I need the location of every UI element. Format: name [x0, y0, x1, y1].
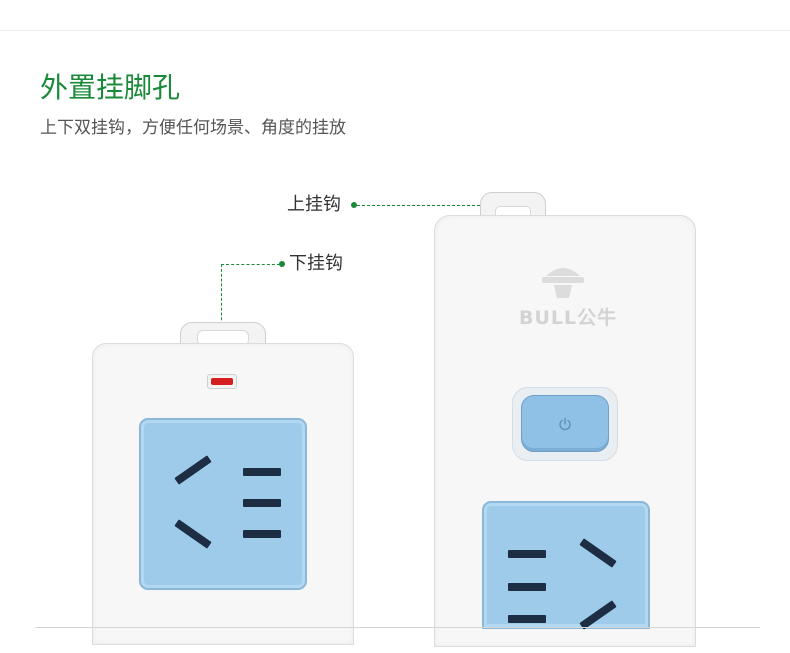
indicator-lamp	[211, 378, 233, 385]
socket-left-slot-3	[243, 530, 281, 538]
socket-right-slot-upper	[579, 538, 617, 568]
socket-left	[139, 418, 307, 590]
power-switch[interactable]	[521, 395, 609, 452]
bottom-divider	[35, 627, 760, 628]
callout-upper-line	[357, 205, 490, 206]
callout-upper-hook: 上挂钩	[287, 194, 341, 215]
section-title: 外置挂脚孔	[40, 71, 181, 104]
bull-logo-icon	[542, 268, 584, 298]
socket-left-slot-lower	[174, 519, 212, 549]
callout-lower-dot	[279, 261, 285, 267]
power-switch-bezel	[512, 387, 618, 461]
socket-right-slot-lower	[579, 600, 617, 630]
socket-right-slot-1	[508, 550, 546, 558]
socket-left-slot-upper	[174, 455, 212, 485]
brand-logo-text: BULL公牛	[519, 307, 618, 329]
power-icon	[559, 417, 571, 430]
top-divider	[0, 30, 790, 31]
callout-lower-line-h	[221, 264, 280, 265]
socket-left-slot-2	[243, 499, 281, 507]
indicator-light	[207, 374, 237, 389]
callout-upper-dot	[351, 202, 357, 208]
socket-right	[482, 501, 650, 630]
callout-lower-hook: 下挂钩	[289, 253, 343, 274]
section-subtitle: 上下双挂钩，方便任何场景、角度的挂放	[40, 118, 346, 138]
socket-right-slot-2	[508, 583, 546, 591]
socket-left-slot-1	[243, 468, 281, 476]
socket-right-slot-3	[508, 615, 546, 623]
callout-lower-line-v	[221, 264, 222, 330]
